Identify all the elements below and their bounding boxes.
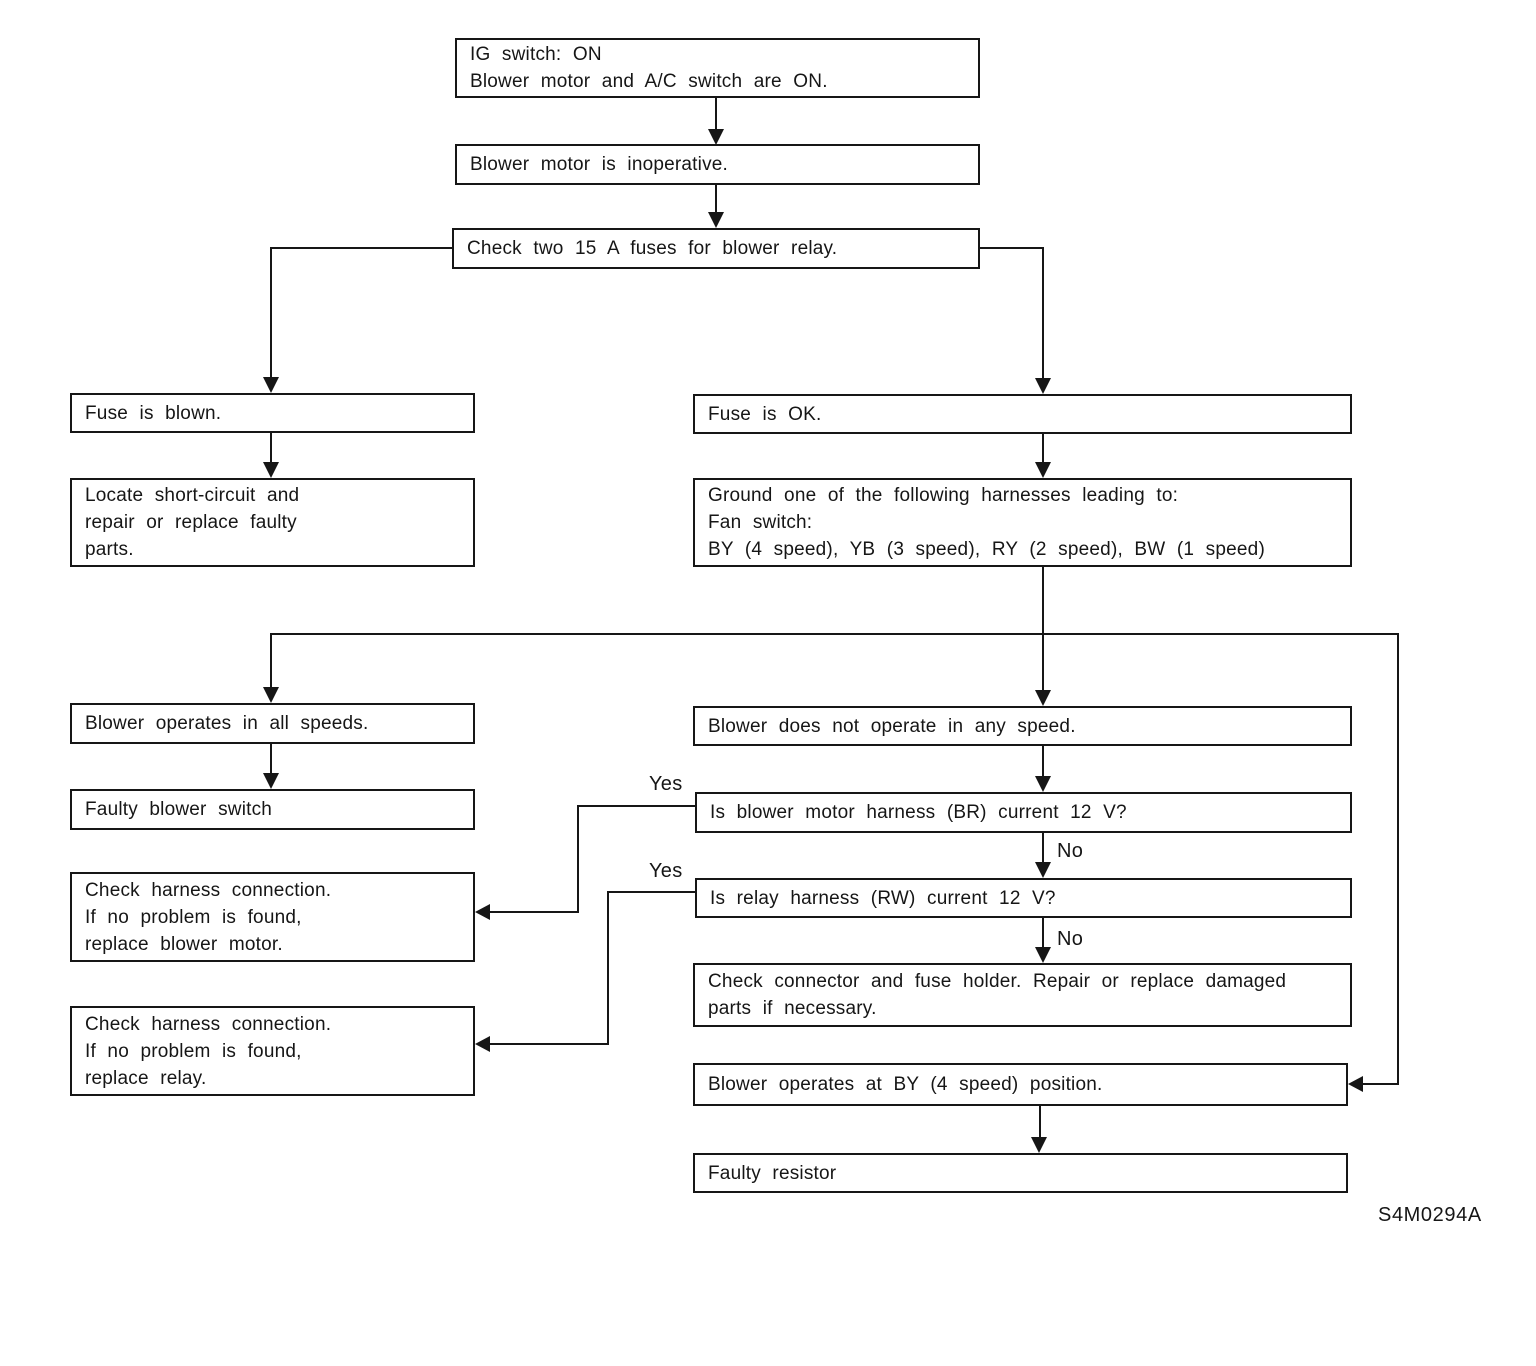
box-line: If no problem is found, (85, 906, 302, 928)
arrowhead-left-icon (475, 904, 490, 920)
arrowhead-left-icon (1348, 1076, 1363, 1092)
connector-yes-rw (607, 891, 609, 1044)
arrowhead-down-icon (708, 212, 724, 228)
connector-yes-rw (489, 1043, 609, 1045)
edge-label-yes-blower: Yes (649, 773, 683, 795)
box-line: If no problem is found, (85, 1040, 302, 1062)
box-line: Faulty blower switch (85, 799, 273, 820)
connector-start-to-inoperative (715, 98, 717, 131)
arrowhead-down-icon (1035, 690, 1051, 706)
connector-fuses-left-branch (270, 247, 453, 249)
figure-code: S4M0294A (1378, 1204, 1482, 1226)
arrowhead-down-icon (1035, 947, 1051, 963)
flow-box-check-fuses: Check two 15 A fuses for blower relay. (452, 228, 980, 269)
flow-box-operates-all-speeds: Blower operates in all speeds. (70, 703, 475, 744)
box-line: BY (4 speed), YB (3 speed), RY (2 speed)… (708, 539, 1265, 560)
connector-no-rw-to-check-connector (1042, 918, 1044, 948)
flow-box-no-speed: Blower does not operate in any speed. (693, 706, 1352, 746)
box-line: Is blower motor harness (BR) current 12 … (710, 802, 1127, 823)
arrowhead-down-icon (708, 129, 724, 145)
box-line: replace blower motor. (85, 933, 283, 955)
arrowhead-down-icon (1035, 862, 1051, 878)
flow-box-locate-short-circuit: Locate short-circuit and repair or repla… (70, 478, 475, 567)
connector-bus-to-by-position (1397, 633, 1399, 1085)
edge-label-no-blower: No (1057, 840, 1084, 862)
box-line: repair or replace faulty (85, 512, 297, 533)
arrowhead-down-icon (263, 687, 279, 703)
flow-box-by-position: Blower operates at BY (4 speed) position… (693, 1063, 1348, 1106)
edge-label-no-relay: No (1057, 928, 1084, 950)
arrowhead-left-icon (475, 1036, 490, 1052)
flow-box-blower-inoperative: Blower motor is inoperative. (455, 144, 980, 185)
box-line: Blower operates in all speeds. (85, 713, 369, 734)
box-line: Check harness connection. (85, 1013, 332, 1035)
box-line: Check connector and fuse holder. Repair … (708, 971, 1287, 992)
edge-label-yes-relay: Yes (649, 860, 683, 882)
box-line: Ground one of the following harnesses le… (708, 485, 1179, 506)
flow-box-ground-harnesses: Ground one of the following harnesses le… (693, 478, 1352, 567)
arrowhead-down-icon (1035, 462, 1051, 478)
arrowhead-down-icon (263, 462, 279, 478)
box-line: Blower operates at BY (4 speed) position… (708, 1074, 1103, 1095)
connector-fuses-right-branch (1042, 247, 1044, 379)
arrowhead-down-icon (1035, 776, 1051, 792)
flow-box-fuse-blown: Fuse is blown. (70, 393, 475, 433)
box-line: Faulty resistor (708, 1162, 837, 1184)
connector-no-br-to-rw (1042, 833, 1044, 863)
arrowhead-down-icon (1031, 1137, 1047, 1153)
box-line: Is relay harness (RW) current 12 V? (710, 887, 1056, 909)
connector-blown-to-locate (270, 432, 272, 463)
connector-by-to-resistor (1039, 1106, 1041, 1138)
box-line: Check harness connection. (85, 879, 332, 901)
connector-split-bus (270, 633, 1399, 635)
connector-no-speed-to-question-br (1042, 746, 1044, 777)
arrowhead-down-icon (1035, 378, 1051, 394)
connector-inoperative-to-check-fuses (715, 185, 717, 214)
flow-box-replace-blower-motor: Check harness connection. If no problem … (70, 872, 475, 962)
box-line: Locate short-circuit and (85, 485, 300, 506)
connector-bus-to-all-speeds (270, 633, 272, 688)
flow-box-question-blower-harness: Is blower motor harness (BR) current 12 … (695, 792, 1352, 833)
connector-bus-to-no-speed (1042, 633, 1044, 691)
arrowhead-down-icon (263, 377, 279, 393)
connector-ground-to-bus (1042, 566, 1044, 635)
flow-box-fuse-ok: Fuse is OK. (693, 394, 1352, 434)
box-line: Blower motor and A/C switch are ON. (470, 71, 828, 92)
flow-box-faulty-resistor: Faulty resistor (693, 1153, 1348, 1193)
arrowhead-down-icon (263, 773, 279, 789)
box-line: Blower motor is inoperative. (470, 154, 729, 175)
box-line: Fuse is blown. (85, 402, 222, 424)
connector-all-speeds-to-faulty-switch (270, 744, 272, 774)
connector-fuses-right-branch (979, 247, 1044, 249)
box-line: Blower does not operate in any speed. (708, 715, 1076, 737)
box-line: parts if necessary. (708, 998, 877, 1019)
box-line: Fuse is OK. (708, 403, 822, 425)
connector-yes-br (577, 805, 579, 912)
connector-ok-to-ground (1042, 433, 1044, 463)
box-line: parts. (85, 539, 134, 560)
connector-yes-rw (607, 891, 695, 893)
flow-box-start-conditions: IG switch: ON Blower motor and A/C switc… (455, 38, 980, 98)
connector-yes-br (489, 911, 579, 913)
box-line: Check two 15 A fuses for blower relay. (467, 238, 838, 259)
flow-box-faulty-blower-switch: Faulty blower switch (70, 789, 475, 830)
connector-yes-br (577, 805, 695, 807)
box-line: Fan switch: (708, 512, 813, 533)
connector-fuses-left-branch (270, 247, 272, 378)
flow-box-replace-relay: Check harness connection. If no problem … (70, 1006, 475, 1096)
flow-box-question-relay-harness: Is relay harness (RW) current 12 V? (695, 878, 1352, 918)
box-line: replace relay. (85, 1067, 207, 1089)
connector-bus-to-by-position (1362, 1083, 1399, 1085)
flow-box-check-connector: Check connector and fuse holder. Repair … (693, 963, 1352, 1027)
box-line: IG switch: ON (470, 44, 602, 65)
